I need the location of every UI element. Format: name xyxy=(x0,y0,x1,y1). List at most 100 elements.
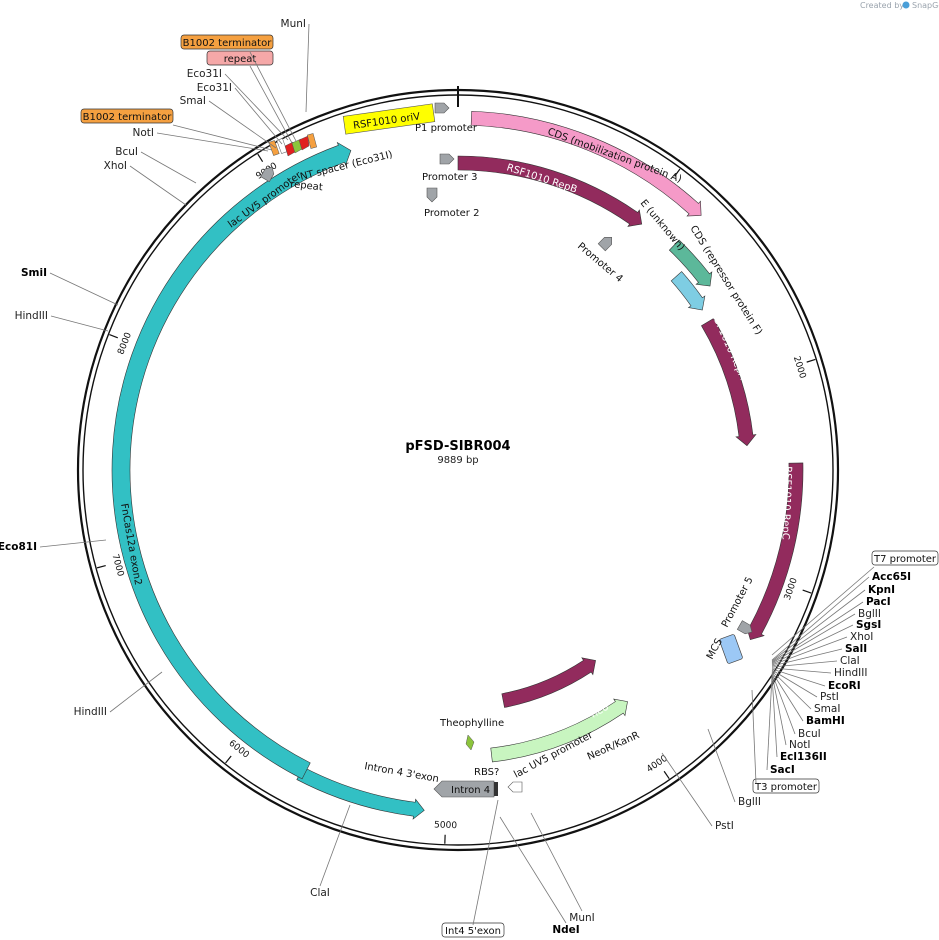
tick-mark xyxy=(663,770,670,779)
site-leader xyxy=(129,165,187,206)
site-saci-32: SacI xyxy=(770,764,795,776)
site-leader xyxy=(319,804,351,887)
site-leader xyxy=(39,539,107,548)
feature-spacer-white xyxy=(276,138,288,154)
site-sgsi-20: SgsI xyxy=(856,619,881,631)
feature-promoter-2 xyxy=(426,187,438,203)
feature-rsf1010-repa xyxy=(701,318,757,447)
tick-label-8000: 8000 xyxy=(116,331,134,356)
site-muni-0: MunI xyxy=(281,18,306,30)
site-smai-3: SmaI xyxy=(180,95,206,107)
site-bcui-29: BcuI xyxy=(798,728,821,740)
label-repeat-lower: repeat xyxy=(290,179,324,193)
feature-fncas12a-exon2 xyxy=(111,141,352,780)
site-leader xyxy=(766,675,773,771)
label-promoter-5: Promoter 5 xyxy=(720,575,756,629)
site-leader xyxy=(771,660,838,668)
label-int4-5exon: Int4 5'exon xyxy=(445,926,501,937)
feature-b1002-terminator-2 xyxy=(268,140,280,156)
label-t3-promoter-box xyxy=(752,778,820,794)
tick-label-2000: 2000 xyxy=(791,355,807,380)
site-leader xyxy=(771,589,866,662)
snapgene-logo-icon xyxy=(902,1,910,9)
site-leader xyxy=(305,23,310,113)
feature-rsf1010-repc xyxy=(745,462,804,641)
brand-name: SnapGene xyxy=(912,1,939,10)
site-leader xyxy=(49,272,119,306)
feature-leader xyxy=(771,566,875,656)
label-promoter-3: Promoter 3 xyxy=(422,172,477,183)
label-b1002-terminator-2-box xyxy=(80,108,174,124)
feature-leader xyxy=(249,51,297,142)
feature-neor-kanr xyxy=(490,698,628,763)
site-leader xyxy=(771,648,843,667)
label-intron-4: Intron 4 xyxy=(451,785,490,796)
feature-leader xyxy=(751,689,757,784)
tick-mark xyxy=(257,153,264,163)
feature-leader xyxy=(249,65,293,144)
label-rsf1010-repc: RSF1010 RepC xyxy=(779,466,793,540)
site-bcui-5: BcuI xyxy=(115,146,138,158)
site-ecori-25: EcoRI xyxy=(828,680,861,692)
site-leader xyxy=(530,812,583,912)
site-clai-11: ClaI xyxy=(310,887,330,899)
feature-intron4-3exon xyxy=(296,766,425,820)
label-theophylline: Theophylline xyxy=(439,718,504,729)
tick-mark xyxy=(225,755,232,764)
site-leader xyxy=(771,670,812,710)
site-smai-27: SmaI xyxy=(814,703,840,715)
site-leader xyxy=(771,613,856,664)
site-ndei-12: NdeI xyxy=(552,924,579,936)
site-clai-23: ClaI xyxy=(840,655,860,667)
plasmid-name: pFSD-SIBR004 xyxy=(405,439,510,454)
label-mcs: MCS xyxy=(705,637,725,662)
site-leader xyxy=(771,601,864,663)
site-leader xyxy=(707,728,736,803)
site-eco81i-9: Eco81I xyxy=(0,541,37,553)
site-xhoi-21: XhoI xyxy=(850,631,873,643)
site-leader xyxy=(499,816,567,924)
plasmid-length: 9889 bp xyxy=(437,455,478,466)
label-p1-promoter: P1 promoter xyxy=(415,123,478,134)
feature-e-unknown xyxy=(668,239,713,287)
site-hindiii-8: HindIII xyxy=(15,310,48,322)
feature-lac-uv5-promoter-1 xyxy=(260,166,275,183)
label-promoter-2: Promoter 2 xyxy=(424,208,479,219)
label-b1002-terminator-1-box xyxy=(180,34,274,50)
feature-lac-uv5-promoter-2 xyxy=(507,781,523,793)
site-psti-26: PstI xyxy=(820,691,839,703)
credit-text: Created by xyxy=(860,1,904,10)
feature-neo xyxy=(501,657,596,708)
feature-promoter-5 xyxy=(736,620,753,635)
site-bamhi-28: BamHI xyxy=(806,715,845,727)
site-leader xyxy=(50,315,109,332)
site-leader xyxy=(771,667,832,674)
site-xhoi-6: XhoI xyxy=(104,160,127,172)
site-bglii-19: BglII xyxy=(858,608,881,620)
tick-mark xyxy=(806,358,816,363)
site-sali-22: SalI xyxy=(845,643,867,655)
feature-theophylline xyxy=(465,734,475,751)
site-leader xyxy=(771,669,818,698)
site-leader xyxy=(109,671,163,713)
site-leader xyxy=(771,636,848,666)
site-ecl136ii-31: Ecl136II xyxy=(780,751,827,763)
label-t7-promoter: T7 promoter xyxy=(873,554,937,565)
site-smii-7: SmiI xyxy=(21,267,47,279)
site-acc65i-16: Acc65I xyxy=(872,571,911,583)
label-b1002-terminator-2: B1002 terminator xyxy=(83,112,173,123)
tick-mark xyxy=(109,333,118,339)
tick-label-4000: 4000 xyxy=(645,754,670,775)
site-hindiii-24: HindIII xyxy=(834,667,867,679)
label-t7-promoter-box xyxy=(871,550,939,566)
label-repeat-upper: repeat xyxy=(224,54,257,65)
site-eco31i-2: Eco31I xyxy=(197,82,232,94)
feature-rsf1010-oriv xyxy=(342,103,436,135)
site-leader xyxy=(140,151,197,184)
feature-cds-mob-a xyxy=(470,110,702,217)
feature-mcs xyxy=(719,634,743,664)
site-muni-13: MunI xyxy=(569,912,594,924)
site-noti-4: NotI xyxy=(133,127,155,139)
site-bglii-15: BglII xyxy=(738,796,761,808)
feature-cds-rep-f xyxy=(670,271,706,311)
